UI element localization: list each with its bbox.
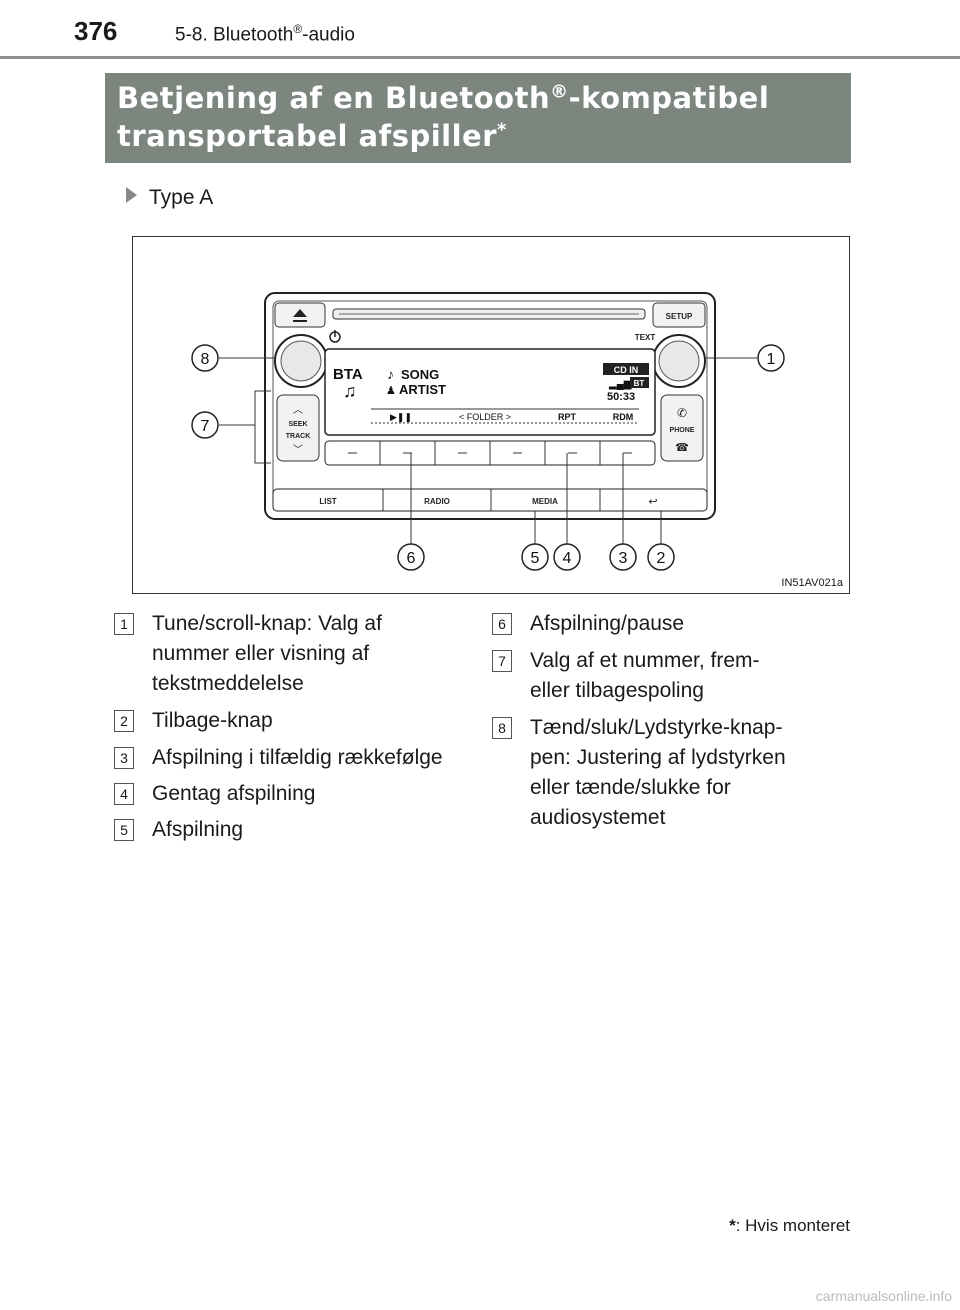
legend-text: Gentag afspilning xyxy=(152,782,316,805)
callout-5 xyxy=(521,543,549,571)
legend-text: Afspilning xyxy=(152,818,244,841)
phone-button xyxy=(660,394,704,462)
seek-track-button xyxy=(276,394,320,462)
svg-text:3: 3 xyxy=(619,550,628,567)
legend-text: eller tilbagespoling xyxy=(530,679,704,702)
legend-text: Afspilning/pause xyxy=(530,612,685,635)
legend-number: 3 xyxy=(114,747,134,769)
legend-text: tekstmeddelelse xyxy=(152,672,304,695)
bt-badge xyxy=(630,377,649,388)
media-label: MEDIA xyxy=(532,497,558,506)
legend-item-5: 5 Afspilning xyxy=(114,815,474,847)
watermark: carmanualsonline.info xyxy=(815,1288,952,1304)
legend-text: audiosystemet xyxy=(530,806,666,829)
bottom-button-row xyxy=(272,488,708,512)
legend-item-3: 3 Afspilning i tilfældig rækkefølge xyxy=(114,743,494,775)
callout-6 xyxy=(397,543,425,571)
svg-text:BT: BT xyxy=(634,379,645,388)
legend-text: eller tænde/slukke for xyxy=(530,776,731,799)
section-title: 5-8. Bluetooth®-audio xyxy=(175,22,355,46)
legend-number: 6 xyxy=(492,613,512,635)
svg-text:5: 5 xyxy=(531,550,540,567)
callout-4 xyxy=(553,543,581,571)
setup-button xyxy=(652,302,706,328)
cd-in-badge xyxy=(603,363,649,375)
legend-text: Valg af et nummer, frem- xyxy=(530,649,760,672)
list-label: LIST xyxy=(319,497,336,506)
song-label: SONG xyxy=(401,367,439,382)
callout-2 xyxy=(647,543,675,571)
legend-item-7: 7 Valg af et nummer, frem- eller tilbage… xyxy=(492,646,852,710)
setup-label: SETUP xyxy=(666,312,693,321)
title-line-2: transportabel afspiller* xyxy=(117,119,507,153)
figure-frame: SETUP TEXT BTA ♫ ♪ SONG ♟ ARTIST CD IN ▂… xyxy=(132,236,850,594)
svg-text:1: 1 xyxy=(767,351,776,368)
signal-icon: ▂▄▆ xyxy=(608,379,632,391)
person-icon: ♟ xyxy=(386,385,396,397)
callout-3 xyxy=(609,543,637,571)
legend-text: Tænd/sluk/Lydstyrke-knap- xyxy=(530,716,783,739)
legend-number: 2 xyxy=(114,710,134,732)
phone-label: PHONE xyxy=(670,427,695,434)
rdm-label: RDM xyxy=(613,412,634,422)
title-box: Betjening af en Bluetooth®-kompatibel tr… xyxy=(105,73,851,163)
type-label: Type A xyxy=(126,186,213,210)
legend-text: Tune/scroll-knap: Valg af xyxy=(152,612,382,635)
legend-item-8: 8 Tænd/sluk/Lydstyrke-knap- pen: Justeri… xyxy=(492,713,852,837)
back-icon: ↩ xyxy=(648,496,657,508)
callout-1 xyxy=(757,344,785,372)
callout-7 xyxy=(191,411,219,439)
callout-8 xyxy=(191,344,219,372)
artist-label: ARTIST xyxy=(399,382,446,397)
footnote: *: Hvis monteret xyxy=(729,1216,850,1235)
radio-label: RADIO xyxy=(424,497,450,506)
legend-number: 7 xyxy=(492,650,512,672)
legend-number: 5 xyxy=(114,819,134,841)
svg-text:8: 8 xyxy=(201,351,210,368)
seek-label: SEEK xyxy=(288,421,307,428)
legend-item-4: 4 Gentag afspilning xyxy=(114,779,474,811)
page-number: 376 xyxy=(74,16,118,46)
legend-number: 8 xyxy=(492,717,512,739)
legend-item-2: 2 Tilbage-knap xyxy=(114,706,474,738)
music-note-icon: ♫ xyxy=(343,381,357,401)
legend-text: pen: Justering af lydstyrken xyxy=(530,746,786,769)
track-label: TRACK xyxy=(286,433,311,440)
svg-text:CD IN: CD IN xyxy=(614,365,639,375)
display-screen xyxy=(324,348,656,436)
hangup-icon: ☎ xyxy=(675,442,689,454)
svg-text:︿: ︿ xyxy=(293,405,303,416)
svg-text:2: 2 xyxy=(657,550,666,567)
footnote-star: * xyxy=(729,1216,736,1235)
legend-text: Afspilning i tilfældig rækkefølge xyxy=(152,746,443,769)
play-pause-label: ▶❚❚ xyxy=(390,412,412,423)
folder-label: < FOLDER > xyxy=(459,412,511,422)
legend-text: nummer eller visning af xyxy=(152,642,370,665)
eject-icon xyxy=(293,309,307,322)
triangle-bullet-icon xyxy=(126,187,137,203)
legend-text: Tilbage-knap xyxy=(152,709,273,732)
svg-text:4: 4 xyxy=(563,550,572,567)
audio-unit-illustration: SETUP TEXT BTA ♫ ♪ SONG ♟ ARTIST CD IN ▂… xyxy=(191,292,785,571)
phone-icon: ✆ xyxy=(677,406,687,420)
svg-text:﹀: ﹀ xyxy=(293,444,303,456)
time-readout: 50:33 xyxy=(607,391,635,403)
note-icon: ♪ xyxy=(387,366,394,382)
svg-text:7: 7 xyxy=(201,418,210,435)
bta-label: BTA xyxy=(333,366,363,383)
legend-item-6: 6 Afspilning/pause xyxy=(492,609,852,641)
text-label: TEXT xyxy=(635,333,656,342)
legend-item-1: 1 Tune/scroll-knap: Valg af nummer eller… xyxy=(114,609,474,705)
legend-number: 1 xyxy=(114,613,134,635)
figure-code: IN51AV021a xyxy=(781,577,843,589)
legend-number: 4 xyxy=(114,783,134,805)
svg-text:6: 6 xyxy=(407,550,416,567)
title-line-1: Betjening af en Bluetooth®-kompatibel xyxy=(117,81,770,115)
header-rule xyxy=(0,56,960,59)
rpt-label: RPT xyxy=(558,412,577,422)
